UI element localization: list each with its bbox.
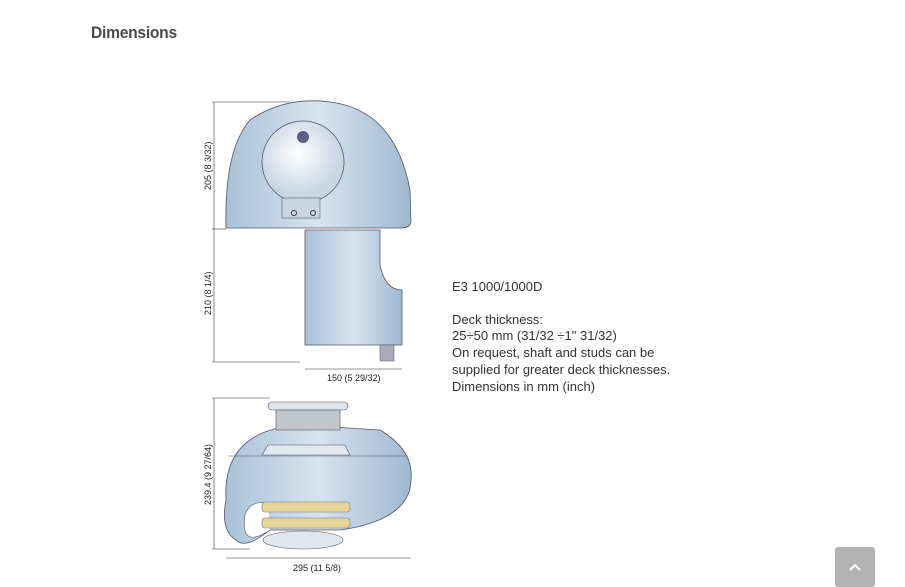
chevron-up-icon	[849, 563, 861, 571]
model-name: E3 1000/1000D	[452, 279, 543, 294]
units-note: Dimensions in mm (inch)	[452, 378, 596, 394]
back-to-top-button[interactable]	[835, 547, 875, 587]
section-title: Dimensions	[91, 23, 177, 42]
dim-bottom-width: 295 (11 5/8)	[293, 563, 341, 573]
dim-bottom-height: 239.4 (9 27/64)	[203, 444, 213, 505]
dim-top-height: 205 (8 3/32)	[203, 141, 213, 190]
note-line-2: supplied for greater deck thicknesses.	[452, 361, 671, 377]
deck-thickness-label: Deck thickness:	[452, 311, 544, 327]
windlass-dimension-drawing: 205 (8 3/32) 210 (8 1/4) 150 (5 29/32) 2…	[203, 100, 412, 573]
star-knob-icon	[297, 131, 309, 143]
top-view: 239.4 (9 27/64) 295 (11 5/8)	[203, 401, 412, 573]
product-info: E3 1000/1000D Deck thickness: 25÷50 mm (…	[452, 279, 670, 395]
side-view: 205 (8 3/32) 210 (8 1/4) 150 (5 29/32)	[203, 100, 412, 559]
dim-column-height: 210 (8 1/4)	[203, 271, 213, 315]
note-line-1: On request, shaft and studs can be	[452, 345, 655, 361]
dim-column-width: 150 (5 29/32)	[327, 373, 381, 383]
deck-thickness-value: 25÷50 mm (31/32 ÷1" 31/32)	[452, 328, 617, 344]
